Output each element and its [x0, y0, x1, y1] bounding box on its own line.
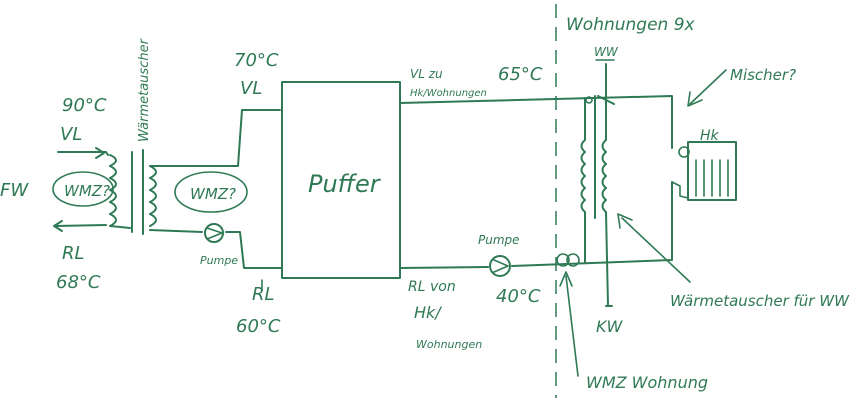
radiator-symbol	[671, 141, 737, 201]
return-temp-distribution: 40°C	[496, 286, 541, 307]
apartments-label: Wohnungen 9x	[566, 15, 696, 35]
wmz-secondary-label: WMZ?	[190, 185, 236, 203]
supply-temp-primary: 90°C	[62, 95, 107, 116]
dhw-exchanger-pointer-head	[617, 213, 633, 229]
dhw-coil-secondary	[601, 63, 609, 307]
primary-return-line	[55, 224, 107, 227]
fw-label: FW	[0, 180, 29, 201]
buffer-label: Puffer	[308, 170, 382, 198]
vl-primary-label: VL	[60, 124, 82, 145]
vl-buffer-label: VL	[240, 78, 262, 99]
distribution-return-line-b	[511, 181, 673, 267]
distribution-circuit	[399, 95, 673, 277]
secondary-supply-line	[149, 109, 281, 167]
primary-supply-line	[57, 151, 109, 156]
dhw-exchanger-label: Wärmetauscher für WW	[670, 292, 850, 310]
mixer-pointer-arrow	[689, 69, 727, 105]
pump-secondary-icon	[204, 223, 224, 243]
wmz-primary-label: WMZ?	[64, 182, 110, 200]
dhw-exchanger-pointer	[621, 217, 691, 283]
dhw-coil-primary	[580, 97, 586, 263]
heat-exchanger-coil-left	[109, 154, 131, 229]
wmz-secondary-oval	[174, 171, 248, 213]
primary-supply-arrow	[95, 147, 105, 159]
vl-to-heating-line1: VL zu	[410, 67, 443, 81]
secondary-circuit	[149, 109, 283, 269]
wmz-apartment-circle-b	[566, 253, 580, 267]
radiator-fins	[695, 159, 729, 197]
secondary-return-line-b	[225, 231, 283, 269]
distribution-supply-line	[399, 95, 673, 149]
vl-to-heating-line2: Hk/Wohnungen	[410, 88, 487, 99]
pump-distribution-icon	[489, 255, 511, 277]
dhw-junction	[585, 96, 593, 104]
dhw-exchanger-symbol	[580, 59, 615, 307]
mixer-label: Mischer?	[730, 66, 796, 84]
wmz-apartment-pointer-head	[559, 271, 573, 287]
ww-label: WW	[594, 45, 619, 59]
wmz-apartment-pointer	[565, 275, 579, 377]
heat-exchanger-label: Wärmetauscher	[137, 37, 152, 142]
wmz-apartment-circle-a	[556, 253, 570, 267]
radiator-return	[671, 181, 689, 199]
pump-secondary-label: Pumpe	[200, 254, 238, 267]
return-temp-buffer: 60°C	[236, 316, 281, 337]
rl-buffer-label: RL	[252, 284, 275, 305]
distribution-return-line-a	[399, 266, 489, 269]
wmz-apartment-label: WMZ Wohnung	[586, 373, 708, 392]
hk-label: Hk	[700, 128, 720, 144]
rl-from-heating-line2: Hk/	[414, 303, 442, 322]
rl-from-heating-line1: RL von	[408, 279, 456, 295]
rl-primary-label: RL	[62, 243, 85, 264]
dhw-branch-a	[597, 95, 615, 105]
mixer-pointer-head	[687, 91, 703, 107]
secondary-return-line-a	[149, 229, 203, 233]
supply-temp-distribution: 65°C	[498, 64, 543, 85]
pump-distribution-label: Pumpe	[478, 233, 520, 247]
kw-label: KW	[596, 317, 623, 336]
radiator-body	[687, 141, 737, 201]
pump-distribution-triangle	[493, 259, 509, 273]
buffer-tank	[281, 81, 401, 279]
heat-exchanger-symbol	[109, 149, 157, 235]
supply-temp-buffer: 70°C	[234, 50, 279, 71]
heat-exchanger-coil-right	[149, 165, 157, 227]
return-temp-primary: 68°C	[56, 272, 101, 293]
pump-secondary-triangle	[206, 227, 223, 240]
primary-return-arrow	[53, 220, 63, 232]
rl-from-heating-line3: Wohnungen	[416, 338, 482, 351]
